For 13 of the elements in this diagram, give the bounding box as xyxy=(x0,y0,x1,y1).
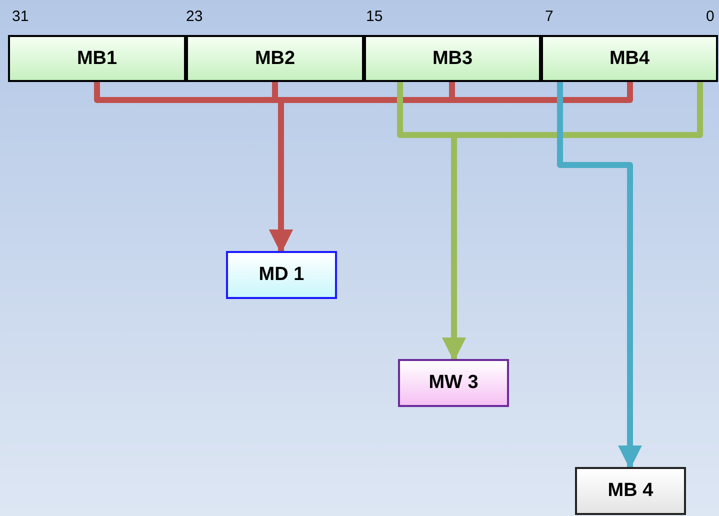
register-byte-cell: MB1 xyxy=(8,35,186,82)
bracket-arrow xyxy=(557,82,642,470)
bit-number: 31 xyxy=(12,8,29,25)
register-byte-cell: MB3 xyxy=(364,35,541,82)
bit-number: 15 xyxy=(366,8,383,25)
bit-number: 23 xyxy=(186,8,203,25)
bit-number: 0 xyxy=(706,8,714,25)
register-byte-cell: MB4 xyxy=(541,35,718,82)
register-byte-cell: MB2 xyxy=(186,35,364,82)
result-box: MD 1 xyxy=(226,251,337,299)
result-box: MW 3 xyxy=(398,359,509,407)
result-box: MB 4 xyxy=(575,467,686,515)
bit-number: 7 xyxy=(545,8,554,25)
